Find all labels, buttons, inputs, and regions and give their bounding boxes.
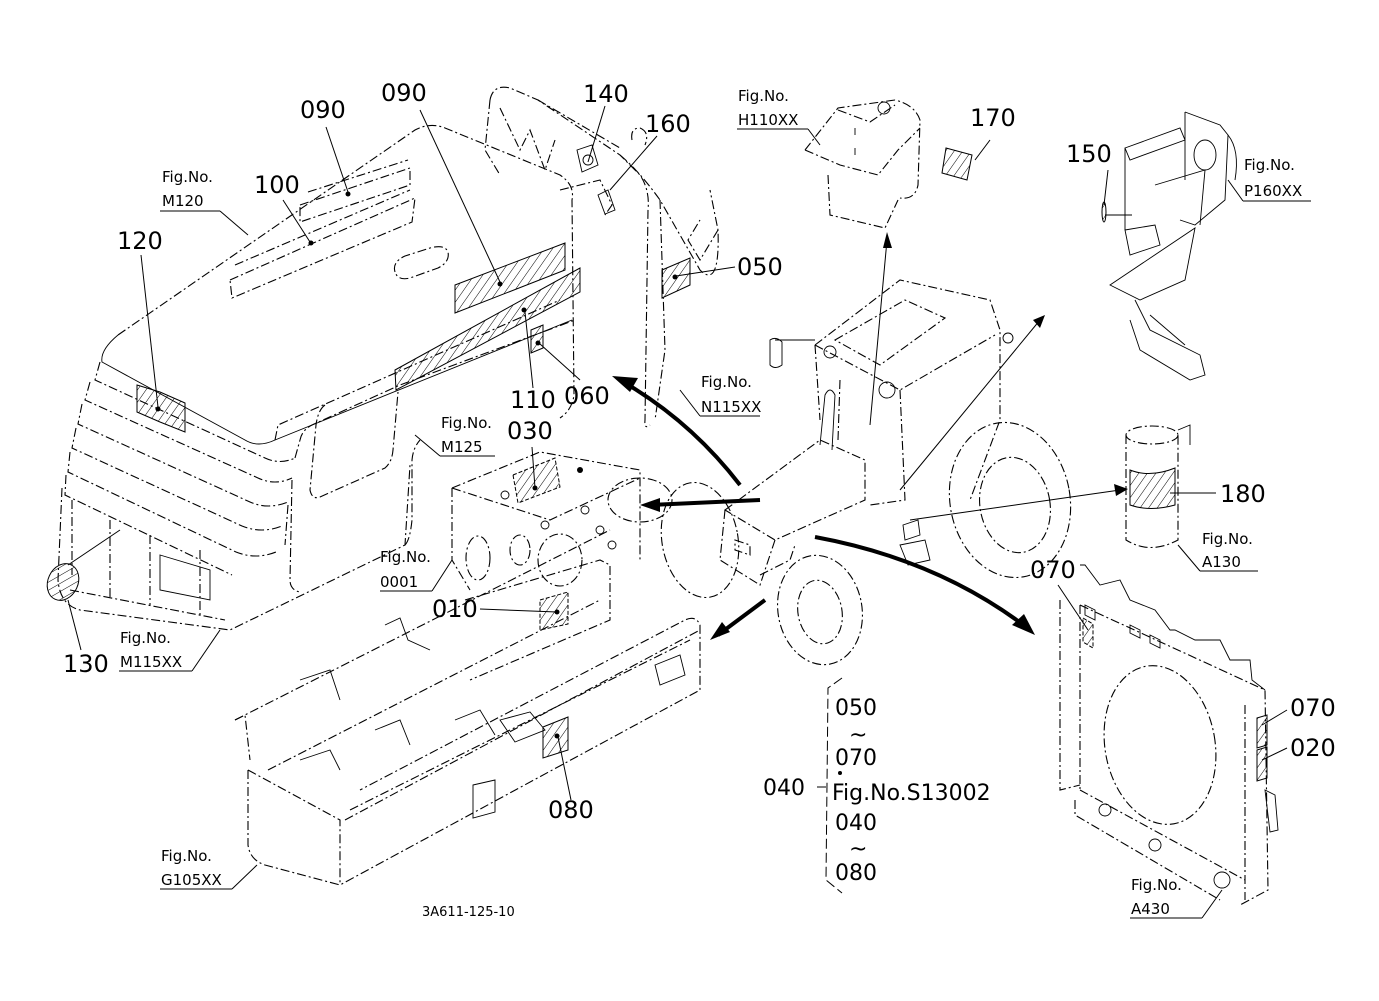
svg-text:Fig.No.: Fig.No.	[1202, 530, 1253, 548]
fig-ref-g105xx[interactable]: Fig.No. G105XX	[161, 847, 222, 889]
decal-070-top	[1082, 617, 1094, 649]
callout-180: 180	[1220, 480, 1266, 508]
decal-070-side	[1256, 714, 1268, 749]
engine-block	[451, 451, 673, 681]
fig-ref-h110xx[interactable]: Fig.No. H110XX	[738, 87, 798, 129]
callout-170: 170	[970, 104, 1016, 132]
rops-frame	[484, 86, 719, 428]
hood-assembly	[46, 124, 581, 631]
decal-060	[530, 324, 544, 354]
fuel-cap	[1125, 424, 1191, 549]
svg-text:A430: A430	[1131, 900, 1170, 918]
range2-start: 040	[835, 811, 877, 836]
part-130-cap	[46, 563, 80, 601]
svg-text:0001: 0001	[380, 573, 418, 591]
svg-text:Fig.No.: Fig.No.	[162, 168, 213, 186]
decal-020	[1256, 746, 1268, 782]
svg-text:Fig.No.: Fig.No.	[441, 414, 492, 432]
dash-panel	[804, 99, 973, 229]
callout-070-radiator-top: 070	[1030, 556, 1076, 584]
decal-180	[1129, 467, 1176, 509]
callout-150: 150	[1066, 140, 1112, 168]
range2-tilde: ~	[849, 837, 867, 862]
range2-end: 080	[835, 861, 877, 886]
callout-060: 060	[564, 382, 610, 410]
callout-100: 100	[254, 171, 300, 199]
svg-text:H110XX: H110XX	[738, 111, 798, 129]
callout-080: 080	[548, 796, 594, 824]
svg-text:Fig.No.: Fig.No.	[701, 373, 752, 391]
callout-050: 050	[737, 253, 783, 281]
decal-030	[512, 457, 561, 504]
svg-text:Fig.No.: Fig.No.	[161, 847, 212, 865]
callout-120: 120	[117, 227, 163, 255]
decal-110	[394, 267, 581, 391]
set-bracket-labels: 040 050 ~ 070 Fig.No.S13002 040 ~ 080	[763, 696, 991, 886]
decal-090-top	[299, 167, 411, 223]
svg-text:M120: M120	[162, 192, 204, 210]
callout-090-side: 090	[381, 79, 427, 107]
range1-end: 070	[835, 746, 877, 771]
figure-references: Fig.No. M120 Fig.No. H110XX Fig.No. P160…	[120, 87, 1302, 918]
range1-start: 050	[835, 696, 877, 721]
callout-020: 020	[1290, 734, 1336, 762]
radiator-shroud	[1059, 564, 1279, 906]
fig-ref-n115xx[interactable]: Fig.No. N115XX	[701, 373, 761, 416]
callout-030: 030	[507, 417, 553, 445]
decal-120	[136, 384, 186, 433]
range1-tilde: ~	[849, 723, 867, 748]
svg-text:Fig.No.: Fig.No.	[1131, 876, 1182, 894]
svg-text:Fig.No.: Fig.No.	[120, 629, 171, 647]
svg-text:Fig.No.: Fig.No.	[738, 87, 789, 105]
svg-text:N115XX: N115XX	[701, 398, 761, 416]
svg-text:M125: M125	[441, 438, 483, 456]
svg-text:A130: A130	[1202, 553, 1241, 571]
svg-text:G105XX: G105XX	[161, 871, 222, 889]
set-bracket	[817, 677, 843, 894]
decal-100	[229, 197, 416, 299]
set-fig-ref[interactable]: Fig.No.S13002	[832, 781, 991, 806]
svg-text:M115XX: M115XX	[120, 653, 182, 671]
steering-bracket	[1101, 111, 1237, 381]
fig-ref-m115xx[interactable]: Fig.No. M115XX	[120, 629, 182, 671]
chassis-frame	[234, 529, 701, 886]
fig-ref-a430[interactable]: Fig.No. A430	[1131, 876, 1182, 918]
tractor-overview	[660, 279, 1072, 666]
set-label-040: 040	[763, 776, 805, 801]
part-callouts: 090 090 100 120 140 160 170 150 050 110 …	[63, 79, 1336, 824]
decal-170	[941, 147, 973, 181]
callout-090-top: 090	[300, 96, 346, 124]
callout-010: 010	[432, 595, 478, 623]
fig-ref-m125[interactable]: Fig.No. M125	[441, 414, 492, 456]
leader-lines	[67, 105, 1288, 801]
callout-140: 140	[583, 80, 629, 108]
explode-arrows	[612, 232, 1128, 640]
drawing-number: 3A611-125-10	[422, 905, 515, 920]
svg-text:P160XX: P160XX	[1244, 182, 1302, 200]
fig-ref-p160xx[interactable]: Fig.No. P160XX	[1244, 156, 1302, 200]
fig-ref-0001[interactable]: Fig.No. 0001	[380, 548, 431, 591]
callout-110: 110	[510, 386, 556, 414]
svg-text:Fig.No.: Fig.No.	[380, 548, 431, 566]
decal-090-side	[454, 242, 566, 314]
fig-ref-m120[interactable]: Fig.No. M120	[162, 168, 213, 210]
callout-160: 160	[645, 110, 691, 138]
fig-ref-a130[interactable]: Fig.No. A130	[1202, 530, 1253, 571]
svg-text:Fig.No.: Fig.No.	[1244, 156, 1295, 174]
figure-ref-leaders	[119, 128, 1311, 919]
callout-070-radiator-side: 070	[1290, 694, 1336, 722]
decal-010	[539, 591, 569, 631]
callout-130: 130	[63, 650, 109, 678]
